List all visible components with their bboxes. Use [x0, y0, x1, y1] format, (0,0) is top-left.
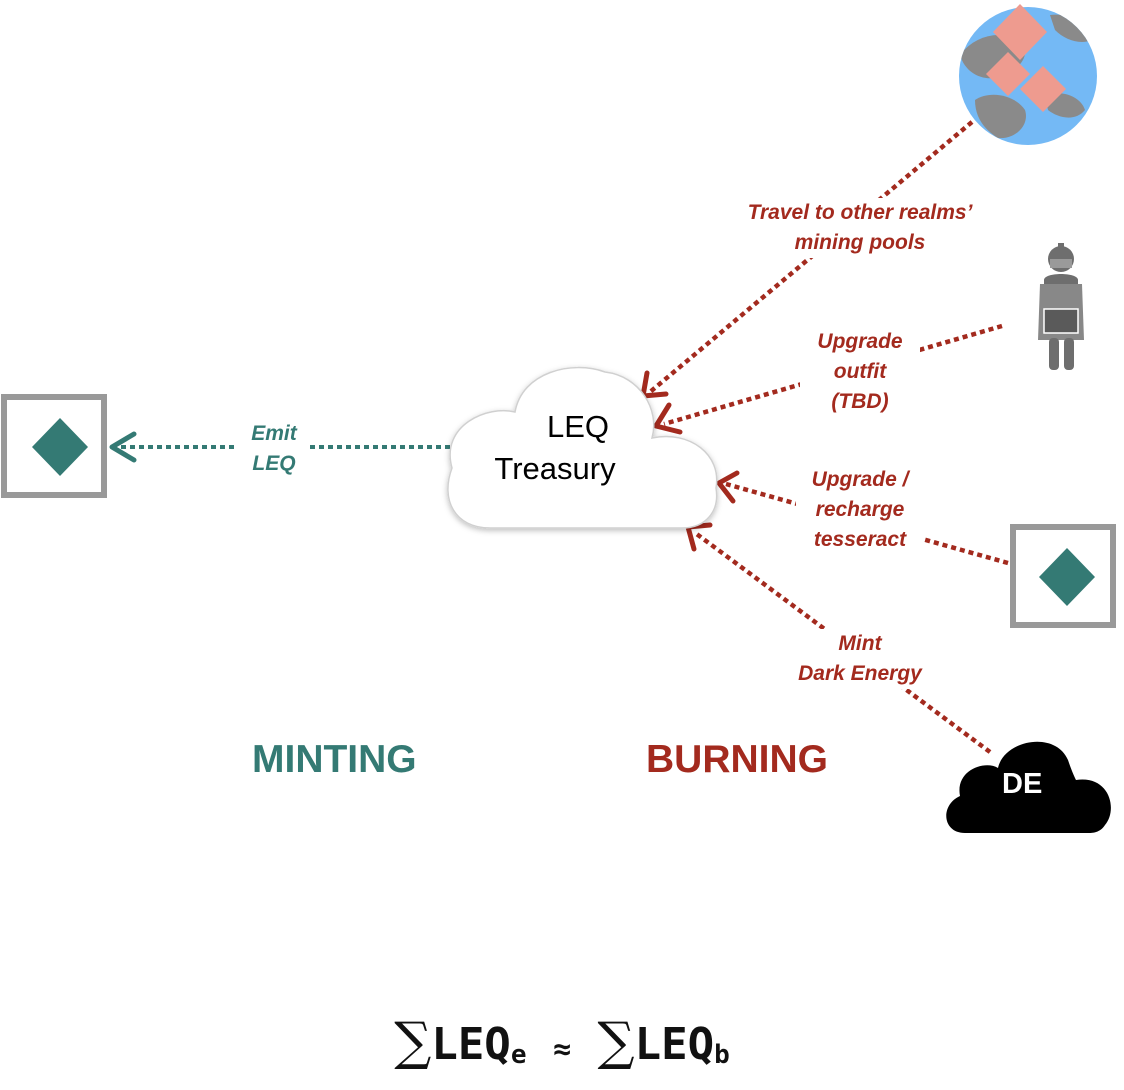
formula-lhs: LEQ: [431, 1019, 511, 1070]
dark-energy-cloud-icon: [946, 741, 1111, 833]
formula-rhs: LEQ: [634, 1019, 715, 1070]
travel-label: Travel to other realms’ mining pools: [728, 198, 992, 258]
treasury-label: LEQ Treasury: [480, 406, 630, 490]
mint-dark-energy-label: Mint Dark Energy: [786, 629, 934, 689]
character-icon: [1038, 243, 1084, 370]
tesseract-upgrade-label: Upgrade / recharge tesseract: [796, 465, 924, 555]
globe-icon: [959, 4, 1097, 145]
tesseract-icon: [1010, 524, 1116, 628]
formula-operator: ≈: [552, 1032, 572, 1067]
dark-energy-label: DE: [1002, 768, 1043, 800]
treasury-cloud: [447, 366, 718, 529]
treasury-line2: Treasury: [494, 451, 616, 486]
tesseract-icon: [1, 394, 107, 498]
sum-symbol: ∑: [597, 1012, 635, 1072]
treasury-line1: LEQ: [546, 409, 610, 444]
emit-leq-label: Emit LEQ: [238, 419, 310, 479]
formula-rhs-sub: b: [714, 1040, 730, 1070]
minting-heading: MINTING: [252, 738, 417, 781]
formula-lhs-sub: e: [510, 1040, 527, 1070]
sum-symbol: ∑: [394, 1012, 432, 1072]
outfit-label: Upgrade outfit (TBD): [800, 327, 920, 417]
burning-heading: BURNING: [646, 738, 828, 781]
balance-formula: ∑LEQe ≈ ∑LEQb: [0, 1012, 1124, 1072]
